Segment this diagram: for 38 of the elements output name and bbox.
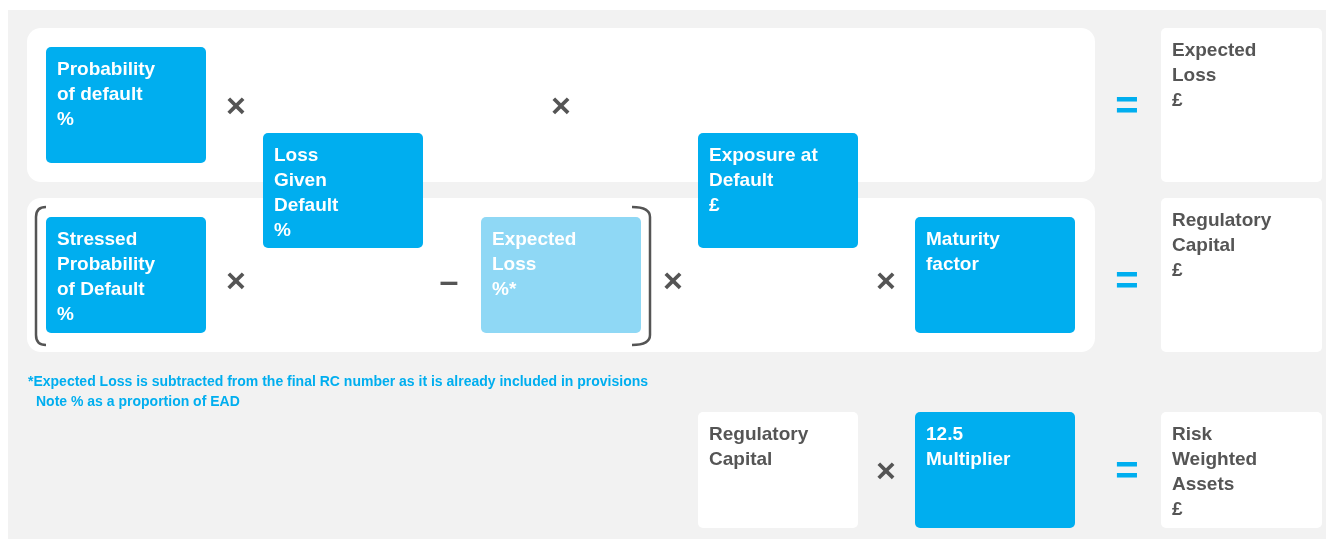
box-label: Expected Loss <box>492 227 578 276</box>
box-label: Stressed Probability of Default <box>57 227 157 301</box>
box-label: £ <box>1172 88 1183 112</box>
box-label: % <box>274 218 291 242</box>
metric-box <box>46 217 206 333</box>
footnote: Note % as a proportion of EAD <box>36 394 240 408</box>
equals-sign: = <box>1115 450 1139 490</box>
box-label: Maturity factor <box>926 227 1001 276</box>
box-label: Loss Given Default <box>274 143 340 217</box>
operator-sign: × <box>551 88 571 122</box>
metric-box <box>698 133 858 248</box>
metric-box <box>46 47 206 163</box>
box-label: Regulatory Capital <box>1172 208 1273 257</box>
box-label: % <box>57 107 74 131</box>
metric-box <box>481 217 641 333</box>
metric-box <box>915 217 1075 333</box>
metric-box <box>915 412 1075 528</box>
box-label: £ <box>1172 258 1183 282</box>
box-label: £ <box>709 193 720 217</box>
box-label: Regulatory Capital <box>709 422 810 471</box>
operator-sign: × <box>226 88 246 122</box>
operator-sign: × <box>876 453 896 487</box>
metric-box <box>263 133 423 248</box>
operator-sign: × <box>876 263 896 297</box>
box-label: % <box>57 302 74 326</box>
operator-sign: – <box>439 263 459 297</box>
equals-sign: = <box>1115 260 1139 300</box>
box-label: %* <box>492 277 517 301</box>
box-label: Exposure at Default <box>709 143 819 192</box>
box-label: Risk Weighted Assets <box>1172 422 1259 496</box>
box-label: Expected Loss <box>1172 38 1258 87</box>
box-label: £ <box>1172 497 1183 521</box>
operator-sign: × <box>226 263 246 297</box>
box-label: 12.5 Multiplier <box>926 422 1012 471</box>
operator-sign: × <box>663 263 683 297</box>
footnote: *Expected Loss is subtracted from the final RC number as it is already included in provisions <box>28 374 649 388</box>
equals-sign: = <box>1115 85 1139 125</box>
box-label: Probability of default <box>57 57 157 106</box>
